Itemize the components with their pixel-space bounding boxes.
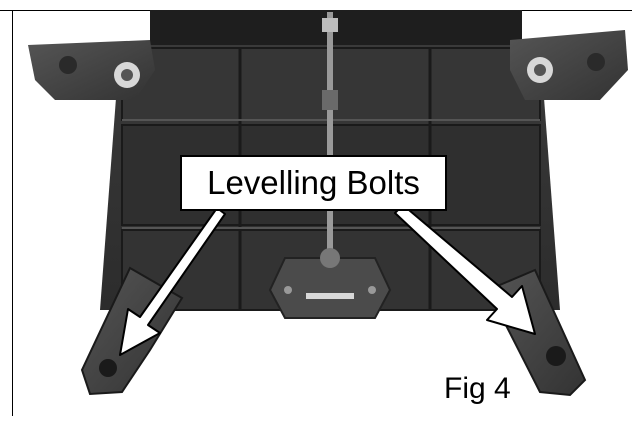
figure-caption: Fig 4 bbox=[444, 372, 511, 405]
plate-slot bbox=[306, 293, 354, 299]
levelling-bolt-left-icon bbox=[99, 359, 117, 377]
arrow-left bbox=[119, 207, 226, 356]
bolt-top-left-icon bbox=[59, 56, 77, 74]
washer-top-left-hole bbox=[121, 69, 133, 81]
arm-top-right bbox=[510, 30, 628, 100]
callout-box: Levelling Bolts bbox=[180, 155, 447, 211]
arrow-right bbox=[394, 204, 536, 335]
frame-left-border bbox=[12, 10, 13, 416]
plate-screw-left bbox=[284, 286, 292, 294]
center-plate bbox=[268, 257, 392, 319]
plate-bolt-icon bbox=[320, 248, 340, 268]
levelling-bolt-right-icon bbox=[546, 346, 566, 366]
plate-screw-right bbox=[368, 286, 376, 294]
rod-top-nut bbox=[322, 18, 338, 32]
central-rod bbox=[327, 12, 333, 272]
rod-nut bbox=[322, 90, 338, 110]
callout-label: Levelling Bolts bbox=[207, 164, 420, 201]
bolt-top-right-icon bbox=[587, 53, 605, 71]
washer-top-right-hole bbox=[534, 64, 546, 76]
